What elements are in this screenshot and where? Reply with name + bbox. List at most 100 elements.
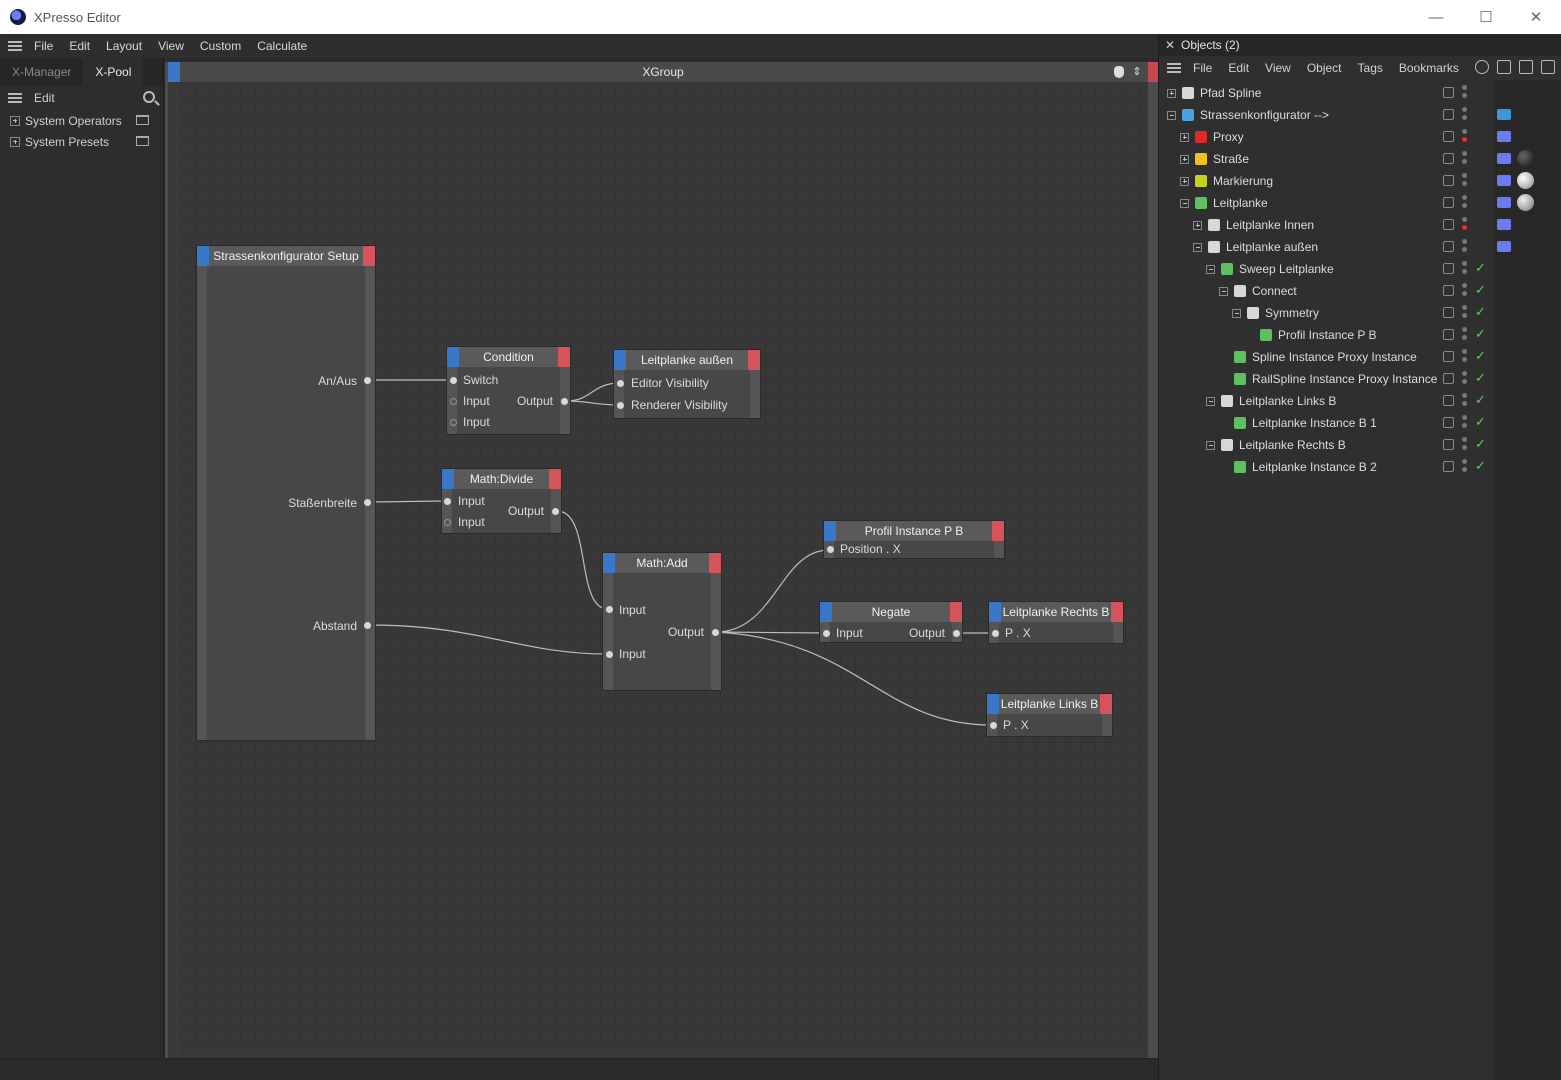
enabled-check-icon[interactable]: ✓ [1475, 370, 1486, 385]
enabled-check-icon[interactable]: ✓ [1475, 348, 1486, 363]
editor-visibility-dot[interactable] [1462, 349, 1467, 354]
objects-menu-edit[interactable]: Edit [1228, 61, 1250, 75]
layer-icon[interactable] [1443, 263, 1454, 274]
port-input[interactable]: Input [463, 415, 490, 429]
port-dot[interactable] [827, 546, 834, 553]
render-visibility-dot[interactable] [1462, 137, 1467, 142]
material-tag-icon[interactable] [1517, 172, 1534, 189]
object-name[interactable]: Profil Instance P B [1278, 328, 1377, 342]
object-row[interactable]: Symmetry✓ [1159, 302, 1561, 324]
tag-icon[interactable] [1497, 219, 1511, 230]
port-output[interactable]: Output [507, 504, 544, 518]
object-name[interactable]: Leitplanke Instance B 2 [1252, 460, 1377, 474]
layer-icon[interactable] [1443, 351, 1454, 362]
objects-menu-icon[interactable] [1167, 63, 1181, 73]
enabled-check-icon[interactable]: ✓ [1475, 282, 1486, 297]
hamburger-menu-icon[interactable] [8, 41, 22, 51]
expand-icon[interactable] [1180, 132, 1189, 142]
object-name[interactable]: RailSpline Instance Proxy Instance [1252, 372, 1438, 386]
search-icon[interactable] [143, 91, 155, 103]
object-name[interactable]: Leitplanke außen [1226, 240, 1319, 254]
object-name[interactable]: Pfad Spline [1200, 86, 1262, 100]
tree-item-system-operators[interactable]: System Operators [0, 110, 163, 131]
editor-visibility-dot[interactable] [1462, 239, 1467, 244]
home-icon[interactable] [1497, 60, 1511, 74]
panel-menu-icon[interactable] [8, 93, 22, 103]
layer-icon[interactable] [1443, 307, 1454, 318]
render-visibility-dot[interactable] [1462, 181, 1467, 186]
object-name[interactable]: Leitplanke [1213, 196, 1268, 210]
minimize-button[interactable]: — [1428, 8, 1444, 26]
menu-view[interactable]: View [158, 39, 184, 53]
object-name[interactable]: Sweep Leitplanke [1239, 262, 1334, 276]
close-panel-icon[interactable]: ✕ [1164, 38, 1176, 52]
menu-layout[interactable]: Layout [106, 39, 143, 53]
port-renderer-visibility[interactable]: Renderer Visibility [631, 398, 728, 412]
port-dot[interactable] [990, 722, 997, 729]
editor-visibility-dot[interactable] [1462, 217, 1467, 222]
group-input-tab[interactable] [168, 62, 180, 82]
enabled-check-icon[interactable]: ✓ [1475, 414, 1486, 429]
collapse-icon[interactable] [1232, 308, 1241, 318]
port-dot[interactable] [444, 498, 451, 505]
object-name[interactable]: Leitplanke Links B [1239, 394, 1337, 408]
object-name[interactable]: Strassenkonfigurator --> [1200, 108, 1330, 122]
node-leitplanke-aussen[interactable]: Leitplanke außen Editor Visibility Rende… [613, 349, 761, 419]
editor-visibility-dot[interactable] [1462, 283, 1467, 288]
collapse-icon[interactable] [1167, 110, 1176, 120]
render-visibility-dot[interactable] [1462, 115, 1467, 120]
port-dot[interactable] [444, 519, 451, 526]
editor-visibility-dot[interactable] [1462, 261, 1467, 266]
collapse-icon[interactable] [1206, 440, 1215, 450]
port-output[interactable]: Output [516, 394, 553, 408]
port-dot[interactable] [606, 606, 613, 613]
render-visibility-dot[interactable] [1462, 291, 1467, 296]
render-visibility-dot[interactable] [1462, 467, 1467, 472]
editor-visibility-dot[interactable] [1462, 327, 1467, 332]
menu-file[interactable]: File [34, 39, 54, 53]
port-input[interactable]: Input [463, 394, 490, 408]
enabled-check-icon[interactable]: ✓ [1475, 436, 1486, 451]
menu-custom[interactable]: Custom [199, 39, 242, 53]
object-row[interactable]: Pfad Spline [1159, 82, 1561, 104]
collapse-icon[interactable] [1193, 242, 1202, 252]
search-icon[interactable] [1475, 60, 1489, 74]
port-an-aus[interactable]: An/Aus [318, 374, 357, 388]
objects-menu-file[interactable]: File [1193, 61, 1213, 75]
tag-icon[interactable] [1497, 197, 1511, 208]
render-visibility-dot[interactable] [1462, 423, 1467, 428]
render-visibility-dot[interactable] [1462, 313, 1467, 318]
objects-menu-object[interactable]: Object [1306, 61, 1342, 75]
node-math-divide[interactable]: Math:Divide Input Input Output [441, 468, 562, 534]
editor-visibility-dot[interactable] [1462, 393, 1467, 398]
port-switch[interactable]: Switch [463, 373, 499, 387]
port-abstand[interactable]: Abstand [312, 619, 357, 633]
editor-visibility-dot[interactable] [1462, 437, 1467, 442]
render-visibility-dot[interactable] [1462, 269, 1467, 274]
port-dot[interactable] [450, 377, 457, 384]
object-name[interactable]: Symmetry [1265, 306, 1319, 320]
maximize-button[interactable]: ☐ [1479, 9, 1493, 26]
render-visibility-dot[interactable] [1462, 401, 1467, 406]
expand-icon[interactable] [1180, 176, 1189, 186]
port-input[interactable]: Input [458, 494, 485, 508]
filter-icon[interactable] [1519, 60, 1533, 74]
object-name[interactable]: Leitplanke Instance B 1 [1252, 416, 1377, 430]
object-name[interactable]: Leitplanke Rechts B [1239, 438, 1346, 452]
node-leitplanke-rechts-b[interactable]: Leitplanke Rechts B P . X [988, 601, 1124, 644]
port-p-x[interactable]: P . X [1003, 718, 1029, 732]
editor-visibility-dot[interactable] [1462, 173, 1467, 178]
objects-menu-view[interactable]: View [1265, 61, 1291, 75]
layer-icon[interactable] [1443, 461, 1454, 472]
tab-x-manager[interactable]: X-Manager [12, 65, 72, 79]
port-input[interactable]: Input [458, 515, 485, 529]
object-name[interactable]: Markierung [1213, 174, 1274, 188]
tab-x-pool[interactable]: X-Pool [83, 58, 144, 86]
editor-visibility-dot[interactable] [1462, 151, 1467, 156]
layer-icon[interactable] [1443, 175, 1454, 186]
port-strassenbreite[interactable]: Staßenbreite [288, 496, 357, 510]
object-row[interactable]: Leitplanke außen [1159, 236, 1561, 258]
render-visibility-dot[interactable] [1462, 335, 1467, 340]
layer-icon[interactable] [1443, 417, 1454, 428]
tag-icon[interactable] [1497, 175, 1511, 186]
